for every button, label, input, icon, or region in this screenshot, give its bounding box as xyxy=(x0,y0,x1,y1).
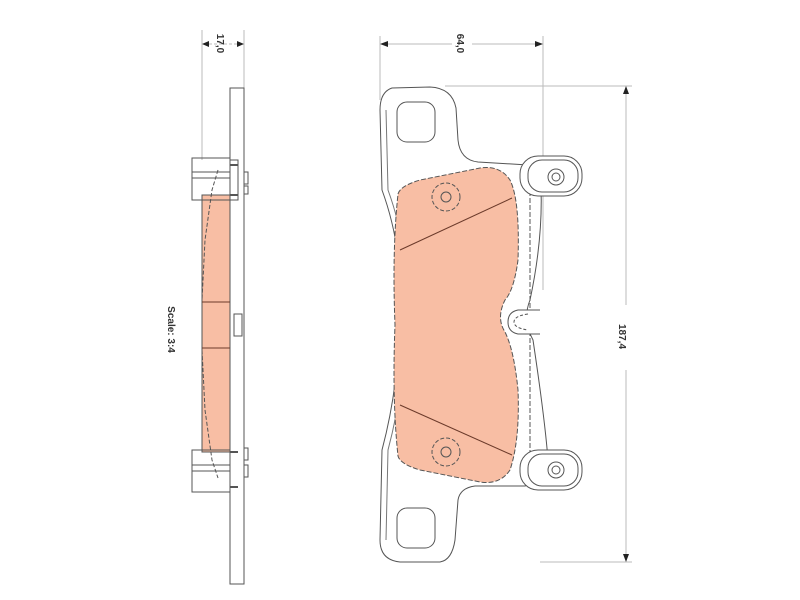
thickness-label: 17,0 xyxy=(214,33,226,54)
center-notch xyxy=(507,309,540,335)
upper-ear xyxy=(519,155,583,197)
width-label: 64,0 xyxy=(454,33,466,54)
friction-material-front xyxy=(393,167,519,483)
thickness-dimension xyxy=(201,30,245,160)
side-view xyxy=(191,30,249,585)
front-view xyxy=(379,36,632,563)
height-label: 187,4 xyxy=(616,323,628,350)
lower-ear xyxy=(519,449,583,491)
upper-slot xyxy=(396,101,436,143)
scale-label: Scale: 3:4 xyxy=(164,306,176,353)
lower-slot xyxy=(396,507,436,549)
friction-material-side xyxy=(201,194,231,453)
height-dimension xyxy=(445,85,632,563)
